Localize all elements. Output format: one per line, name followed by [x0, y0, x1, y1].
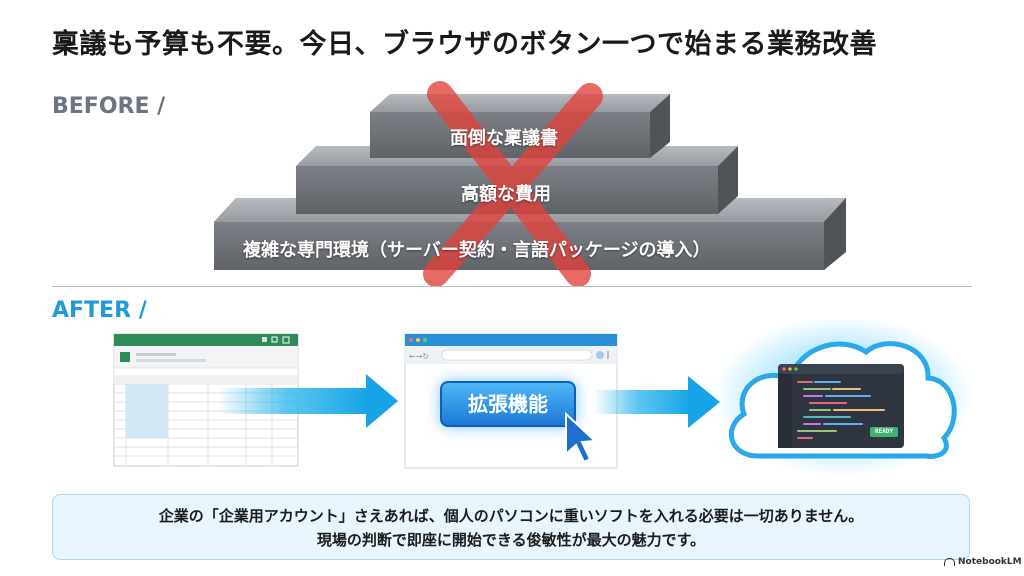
tier-bottom: [214, 198, 846, 270]
ready-badge: READY: [870, 427, 898, 437]
svg-text:←→↻: ←→↻: [409, 352, 429, 361]
tier-label-proposal: 面倒な稟議書: [450, 128, 558, 149]
arrow-right-icon: [218, 374, 398, 428]
arrow-right-icon: [594, 376, 720, 428]
after-label: AFTER /: [52, 298, 147, 323]
brand-label: NotebookLM: [958, 557, 1022, 567]
note-line-1: 企業の「企業用アカウント」さえあれば、個人のパソコンに重いソフトを入れる必要は一…: [158, 507, 864, 525]
tier-label-environment: 複雑な専門環境（サーバー契約・言語パッケージの導入）: [243, 240, 711, 261]
notebooklm-logo-icon: [944, 557, 955, 566]
note-line-2: 現場の判断で即座に開始できる俊敏性が最大の魅力です。: [316, 531, 706, 549]
red-cross-icon: [423, 81, 603, 287]
before-label: BEFORE /: [52, 94, 166, 119]
brand-watermark: NotebookLM: [944, 557, 1022, 567]
before-stack-illustration: [214, 81, 846, 287]
section-divider: [52, 286, 972, 287]
extension-button[interactable]: 拡張機能: [440, 381, 576, 427]
note-box: 企業の「企業用アカウント」さえあれば、個人のパソコンに重いソフトを入れる必要は一…: [52, 494, 970, 560]
tier-label-cost: 高額な費用: [461, 184, 551, 205]
page-title: 稟議も予算も不要。今日、ブラウザのボタン一つで始まる業務改善: [52, 29, 877, 60]
cloud-icon: [713, 320, 973, 476]
